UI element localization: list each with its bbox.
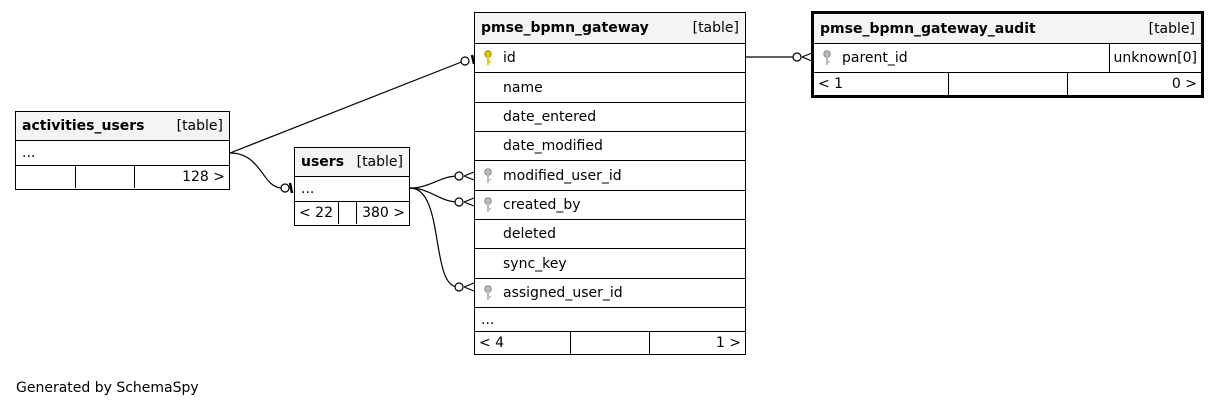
table-header: pmse_bpmn_gateway [table] — [475, 13, 745, 44]
table-name: activities_users — [22, 118, 145, 134]
column-name: sync_key — [503, 255, 567, 272]
footer-columns — [949, 73, 1068, 95]
column-row-date-entered: date_entered — [475, 103, 745, 132]
column-name: id — [503, 50, 516, 66]
column-name: parent_id — [842, 50, 908, 66]
column-row-created-by: created_by — [475, 191, 745, 220]
foreign-key-icon — [484, 167, 492, 183]
column-name: date_entered — [503, 109, 597, 125]
ellipsis-row: ... — [481, 311, 495, 328]
footer-children: 1 > — [715, 335, 741, 351]
footer-columns — [76, 166, 135, 188]
column-row-parent-id: parent_id unknown[0] — [814, 44, 1201, 73]
footer-children: 380 > — [362, 205, 405, 221]
column-name: deleted — [503, 226, 556, 242]
column-row-date-modified: date_modified — [475, 132, 745, 161]
table-row: ... — [16, 141, 229, 166]
table-header: pmse_bpmn_gateway_audit [table] — [814, 14, 1201, 44]
edge-users-to-assigned-user-id — [409, 187, 459, 288]
edge-activities-users-to-gateway-id — [229, 60, 465, 154]
table-header: activities_users [table] — [16, 112, 229, 141]
foreign-key-icon — [823, 50, 831, 65]
edge-activities-users-to-users — [229, 152, 283, 189]
column-row-name: name — [475, 73, 745, 103]
primary-key-icon — [484, 50, 492, 65]
table-row: ... — [295, 177, 409, 202]
table-name: pmse_bpmn_gateway — [481, 20, 649, 36]
column-name: date_modified — [503, 138, 603, 154]
foreign-key-icon — [484, 285, 492, 300]
foreign-key-icon — [484, 197, 492, 212]
table-pmse-bpmn-gateway[interactable]: pmse_bpmn_gateway [table] id name date_e… — [474, 12, 746, 355]
column-type: unknown[0] — [1108, 44, 1201, 72]
table-pmse-bpmn-gateway-audit[interactable]: pmse_bpmn_gateway_audit [table] parent_i… — [811, 11, 1204, 98]
table-footer: < 22 380 > — [295, 202, 409, 224]
table-name: pmse_bpmn_gateway_audit — [820, 20, 1036, 37]
table-footer: < 4 1 > — [475, 332, 745, 354]
table-users[interactable]: users [table] ... < 22 380 > — [294, 147, 410, 226]
table-activities-users[interactable]: activities_users [table] ... 128 > — [15, 111, 230, 190]
footer-parents: < 1 — [814, 73, 949, 95]
edge-users-to-modified-user-id — [409, 175, 459, 189]
table-tag: [table] — [356, 154, 403, 170]
column-row-assigned-user-id: assigned_user_id — [475, 279, 745, 308]
footer-parents: < 4 — [475, 332, 571, 354]
table-tag: [table] — [692, 20, 739, 36]
table-header: users [table] — [295, 148, 409, 177]
footer-columns — [339, 202, 357, 224]
ellipsis-row: ... — [301, 181, 315, 197]
table-tag: [table] — [176, 118, 223, 134]
column-row-modified-user-id: modified_user_id — [475, 161, 745, 191]
column-row-id: id — [475, 44, 745, 73]
generated-by-label: Generated by SchemaSpy — [16, 380, 199, 396]
footer-parents: < 22 — [295, 202, 339, 224]
column-row-sync-key: sync_key — [475, 249, 745, 279]
table-name: users — [301, 154, 345, 170]
table-row: ... — [475, 308, 745, 332]
column-row-deleted: deleted — [475, 220, 745, 249]
column-name: modified_user_id — [503, 167, 622, 184]
table-tag: [table] — [1148, 20, 1195, 37]
column-name: created_by — [503, 197, 581, 213]
ellipsis-row: ... — [22, 145, 36, 161]
footer-parents — [16, 166, 76, 188]
footer-columns — [571, 332, 650, 354]
footer-children: 128 > — [182, 169, 225, 185]
column-name: name — [503, 79, 543, 96]
table-footer: < 1 0 > — [814, 73, 1201, 95]
table-footer: 128 > — [16, 166, 229, 188]
footer-children: 0 > — [1171, 76, 1197, 92]
column-name: assigned_user_id — [503, 285, 623, 301]
